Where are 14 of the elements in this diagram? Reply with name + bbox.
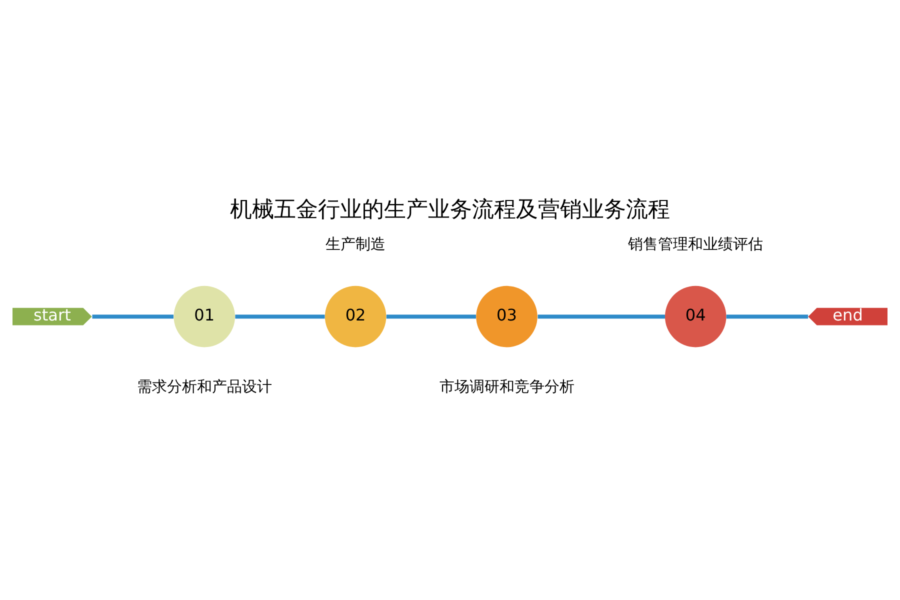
node-circle: 01	[174, 285, 236, 347]
node-circle: 04	[664, 285, 726, 347]
connector	[235, 314, 325, 318]
connector	[92, 314, 174, 318]
node-label: 销售管理和业绩评估	[628, 234, 764, 252]
diagram-title: 机械五金行业的生产业务流程及营销业务流程	[230, 196, 670, 222]
node-label: 市场调研和竞争分析	[439, 376, 574, 395]
connector	[726, 314, 808, 318]
node-circle: 03	[476, 285, 538, 347]
node-label: 生产制造	[326, 234, 386, 252]
node-circle: 02	[324, 285, 386, 347]
connector	[538, 314, 665, 318]
node-label: 需求分析和产品设计	[136, 376, 272, 395]
connector	[386, 314, 476, 318]
